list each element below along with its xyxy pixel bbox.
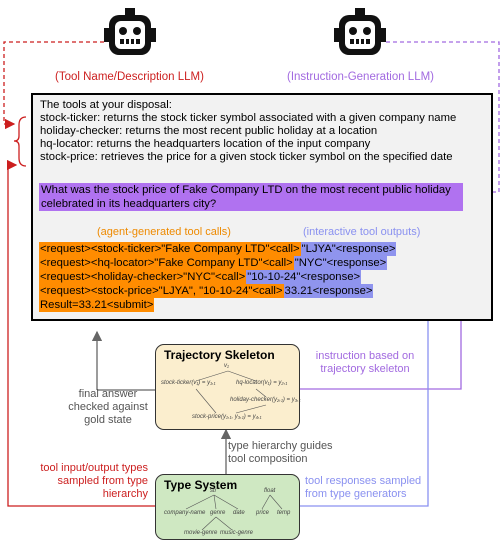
type-date: date	[233, 510, 245, 516]
instruction-llm-robot-icon	[334, 8, 386, 64]
tool-call: <request><holiday-checker>"NYC"<call>	[39, 270, 247, 284]
node-v1: v₁	[224, 363, 229, 369]
node-hq-locator: hq-locator(v₁) = y₂,₁	[236, 380, 288, 386]
tool-llm-label: (Tool Name/Description LLM)	[55, 71, 204, 83]
tool-line: stock-ticker: returns the stock ticker s…	[40, 112, 457, 124]
type-movie-genre: movie-genre	[184, 530, 218, 536]
tool-line: holiday-checker: returns the most recent…	[40, 125, 378, 137]
tool-call-row: <request><stock-price>"LJYA", "10-10-24"…	[39, 284, 374, 298]
node-holiday-checker: holiday-checker(y₂,₁) = y₃,₁	[230, 397, 301, 403]
node-stock-price: stock-price(y₁,₁, y₃,₁) = y₄,₁	[192, 414, 262, 420]
instruction-based-note: instruction based on trajectory skeleton	[315, 350, 415, 375]
question-text: What was the stock price of Fake Company…	[39, 183, 463, 211]
type-graph	[185, 494, 283, 531]
tool-call: <request><hq-locator>"Fake Company LTD"<…	[39, 256, 294, 270]
tool-llm-robot-icon	[104, 8, 156, 64]
tool-outputs-label: (interactive tool outputs)	[303, 226, 421, 238]
instruction-llm-label: (Instruction-Generation LLM)	[287, 71, 435, 83]
type-price: price	[256, 510, 270, 516]
tool-line: hq-locator: returns the headquarters loc…	[40, 138, 371, 150]
result: Result=33.21<submit>	[39, 298, 155, 312]
type-str: str	[210, 488, 217, 494]
tool-call-row: <request><stock-ticker>"Fake Company LTD…	[39, 242, 397, 256]
skeleton-graph	[195, 370, 267, 414]
tool-line: stock-price: retrieves the price for a g…	[40, 151, 453, 163]
node-stock-ticker: stock-ticker(v₁) = y₁,₁	[161, 380, 216, 386]
final-answer-note: final answer checked against gold state	[68, 388, 148, 426]
type-system-title: Type System	[164, 478, 238, 492]
tool-output: "NYC"<response>	[293, 256, 388, 270]
prompt-box: The tools at your disposal: stock-ticker…	[31, 93, 493, 321]
tools-header: The tools at your disposal:	[40, 99, 172, 111]
type-hierarchy-note: type hierarchy guides tool composition	[228, 440, 333, 465]
tool-output: "LJYA"<response>	[300, 242, 397, 256]
result-row: Result=33.21<submit>	[39, 298, 155, 312]
type-music-genre: music-genre	[220, 530, 254, 536]
type-system-box: Type System str company-name genre date …	[155, 474, 300, 540]
tool-output: 33.21<response>	[283, 284, 374, 298]
type-temp: temp	[277, 510, 291, 516]
type-company-name: company-name	[164, 510, 206, 516]
agent-calls-label: (agent-generated tool calls)	[97, 226, 231, 238]
tool-output: "10-10-24"<response>	[246, 270, 362, 284]
tool-call-row: <request><holiday-checker>"NYC"<call>"10…	[39, 270, 362, 284]
type-genre: genre	[210, 510, 226, 516]
tool-call-row: <request><hq-locator>"Fake Company LTD"<…	[39, 256, 388, 270]
skeleton-title: Trajectory Skeleton	[164, 348, 275, 362]
tool-call: <request><stock-ticker>"Fake Company LTD…	[39, 242, 301, 256]
tool-responses-note: tool responses sampled from type generat…	[305, 475, 422, 500]
trajectory-skeleton-box: Trajectory Skeleton v₁ stock-ticker(v₁) …	[155, 344, 301, 430]
type-float: float	[264, 488, 276, 494]
tool-call: <request><stock-price>"LJYA", "10-10-24"…	[39, 284, 284, 298]
tool-io-note: tool input/output types sampled from typ…	[40, 462, 148, 500]
